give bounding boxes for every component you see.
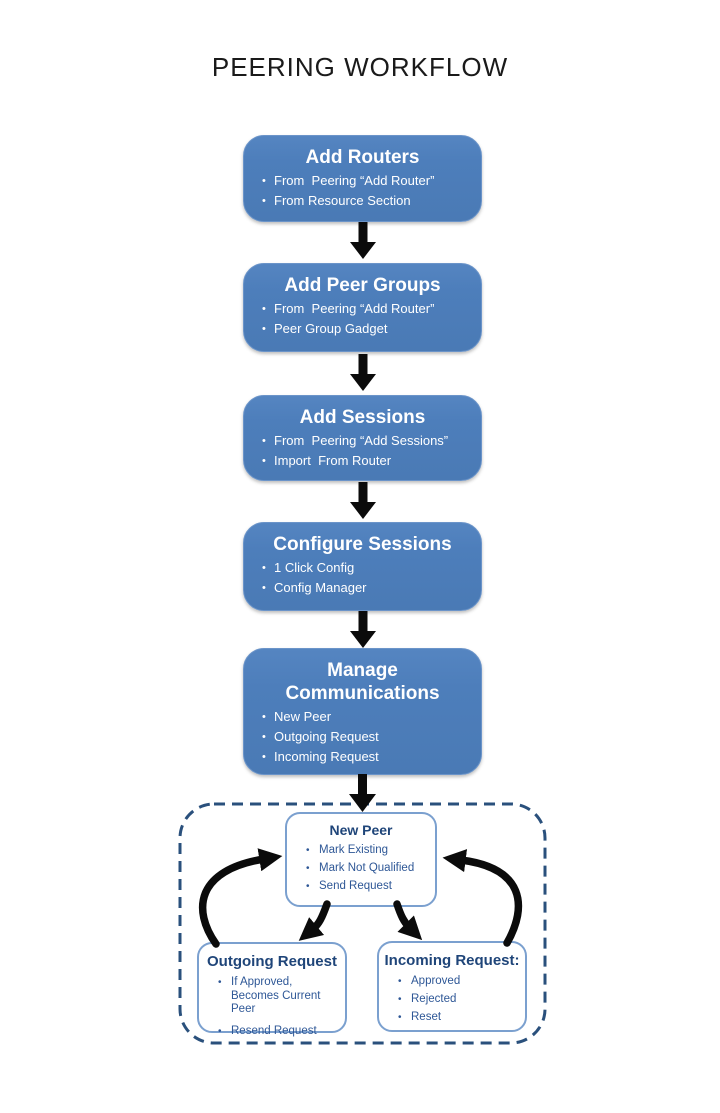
bullet-item: From Resource Section xyxy=(260,194,473,209)
bullet-item: 1 Click Config xyxy=(260,561,473,576)
flow-box-title: Add Routers xyxy=(305,147,420,168)
page-title: PEERING WORKFLOW xyxy=(211,52,509,82)
flow-box-bullets: From Peering “Add Router” From Resource … xyxy=(244,174,481,209)
bullet-item: New Peer xyxy=(260,710,473,725)
flow-box-title: Manage Communications xyxy=(285,660,440,704)
arrow-outgoing-to-newpeer xyxy=(199,848,283,948)
flow-box-title: Configure Sessions xyxy=(273,534,452,555)
state-box-bullets: If Approved, Becomes Current Peer Resend… xyxy=(199,976,345,1038)
arrow-manage-to-newpeer xyxy=(349,774,376,812)
state-box-title: Incoming Request: xyxy=(384,952,520,969)
arrow-newpeer-to-incoming xyxy=(393,900,423,941)
flow-box-add-routers: Add Routers From Peering “Add Router” Fr… xyxy=(243,135,482,222)
flow-box-bullets: From Peering “Add Sessions” Import From … xyxy=(244,434,481,469)
bullet-item: Peer Group Gadget xyxy=(260,322,473,337)
down-arrow-icon xyxy=(349,354,377,391)
flow-box-bullets: 1 Click Config Config Manager xyxy=(244,561,481,596)
state-box-bullets: Approved Rejected Reset xyxy=(379,975,525,1025)
bullet-item: From Peering “Add Router” xyxy=(260,174,473,189)
state-box-title: Outgoing Request xyxy=(207,953,337,970)
down-arrow-icon xyxy=(349,611,377,648)
state-box-new-peer: New Peer Mark Existing Mark Not Qualifie… xyxy=(285,812,437,907)
state-box-incoming-request: Incoming Request: Approved Rejected Rese… xyxy=(377,941,527,1032)
state-box-bullets: Mark Existing Mark Not Qualified Send Re… xyxy=(287,844,435,894)
bullet-item: Outgoing Request xyxy=(260,730,473,745)
bullet-item: Rejected xyxy=(398,993,519,1007)
arrow-newpeer-to-outgoing xyxy=(298,900,331,941)
bullet-item: Incoming Request xyxy=(260,750,473,765)
flow-box-manage-communications: Manage Communications New Peer Outgoing … xyxy=(243,648,482,775)
bullet-item: Import From Router xyxy=(260,454,473,469)
bullet-item: Mark Existing xyxy=(306,844,429,858)
state-box-outgoing-request: Outgoing Request If Approved, Becomes Cu… xyxy=(197,942,347,1038)
arrow-incoming-to-newpeer xyxy=(442,849,523,947)
flow-box-add-sessions: Add Sessions From Peering “Add Sessions”… xyxy=(243,395,482,481)
down-arrow-icon xyxy=(349,482,377,519)
flow-box-bullets: New Peer Outgoing Request Incoming Reque… xyxy=(244,710,481,765)
state-box-title: New Peer xyxy=(329,822,393,838)
bullet-item: From Peering “Add Router” xyxy=(260,302,473,317)
bullet-item: From Peering “Add Sessions” xyxy=(260,434,473,449)
flow-box-bullets: From Peering “Add Router” Peer Group Gad… xyxy=(244,302,481,337)
bullet-item: Approved xyxy=(398,975,519,989)
bullet-item: Config Manager xyxy=(260,581,473,596)
bullet-item: Reset xyxy=(398,1011,519,1025)
flow-box-configure-sessions: Configure Sessions 1 Click Config Config… xyxy=(243,522,482,611)
bullet-item: Send Request xyxy=(306,880,429,894)
bullet-item: Resend Request xyxy=(218,1025,339,1039)
flow-box-title: Add Peer Groups xyxy=(284,275,441,296)
bullet-item: If Approved, Becomes Current Peer xyxy=(218,976,339,1017)
flow-box-add-peer-groups: Add Peer Groups From Peering “Add Router… xyxy=(243,263,482,352)
bullet-item: Mark Not Qualified xyxy=(306,862,429,876)
flow-box-title: Add Sessions xyxy=(299,407,426,428)
down-arrow-icon xyxy=(349,222,377,259)
